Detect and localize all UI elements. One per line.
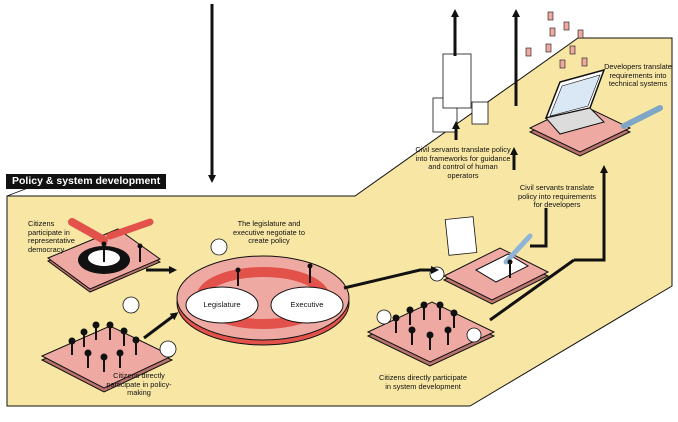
data-glyphs [525, 11, 588, 69]
speech-bubbles [122, 238, 482, 358]
label-citizens-system: Citizens directly participate in system … [379, 373, 467, 391]
civil-servant-writing-platform [442, 233, 550, 305]
section-title: Policy & system development [6, 174, 167, 189]
label-civil-requirements: Civil servants translate policy into req… [517, 183, 597, 210]
flow-arrows [146, 4, 608, 322]
label-citizens-representative: Citizens participate in representative d… [28, 219, 75, 254]
label-citizens-policy: Citizens directly participate in policy-… [106, 371, 172, 398]
policy-making-platform [40, 312, 179, 393]
laptop-platform [528, 68, 663, 157]
executive-label: Executive [291, 300, 324, 309]
label-legislature-executive: The legislature and executive negotiate … [233, 219, 305, 246]
label-civil-frameworks: Civil servants translate policy into fra… [415, 145, 511, 180]
label-developers: Developers translate requirements into t… [604, 62, 672, 89]
representative-platform [46, 218, 162, 293]
legislature-executive-disc: Legislature Executive [176, 255, 350, 346]
document-icons [432, 53, 489, 256]
system-development-platform [366, 301, 496, 367]
legislature-label: Legislature [203, 300, 240, 309]
